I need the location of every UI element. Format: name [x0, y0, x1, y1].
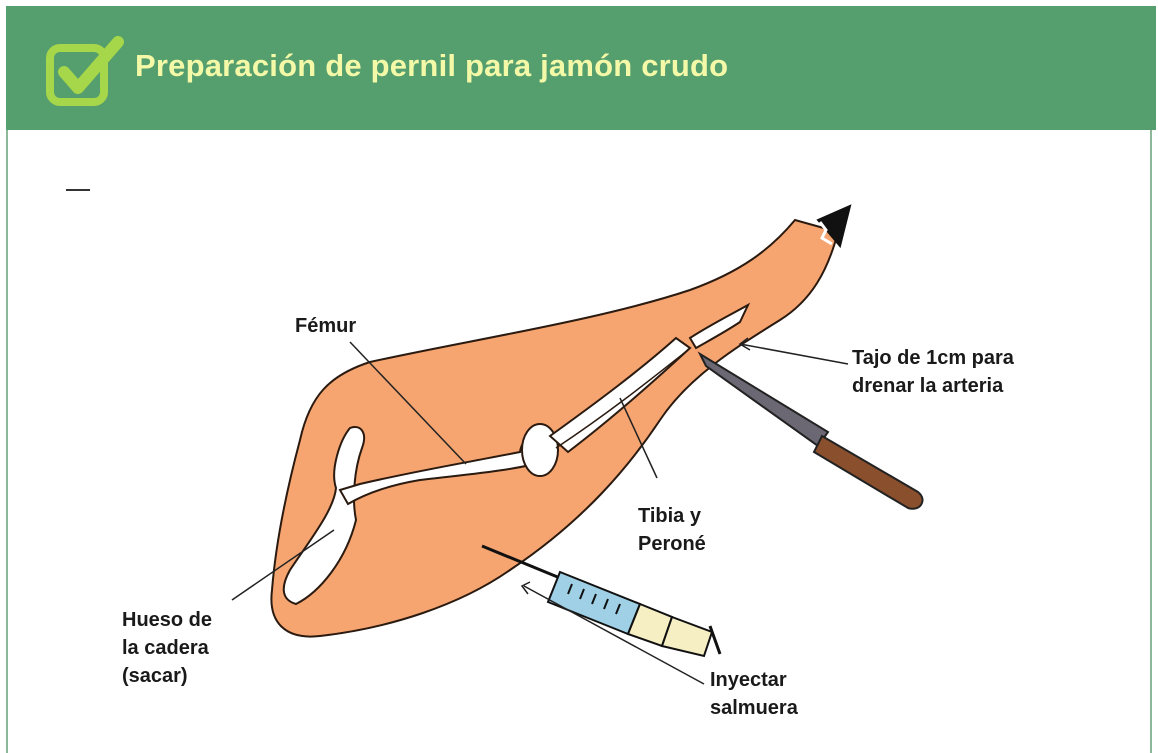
hoof — [816, 204, 852, 249]
ham-leg — [270, 218, 840, 638]
label-hip-line1: Hueso de — [122, 609, 213, 631]
checkbox-check-icon — [46, 36, 124, 106]
label-hip-line2: la cadera — [122, 637, 209, 659]
label-tibia-line1: Tibia y — [638, 505, 701, 527]
label-tibia-line2: Peroné — [638, 533, 706, 555]
label-hip-line3: (sacar) — [122, 665, 188, 687]
header-bar — [6, 6, 1156, 130]
dash-mark — [66, 189, 90, 191]
label-femur: Fémur — [295, 315, 357, 337]
knife-icon — [697, 351, 924, 510]
label-inject-line1: Inyectar — [710, 669, 787, 691]
right-border — [1150, 130, 1152, 753]
label-inject: Inyectar salmuera — [710, 666, 798, 722]
hip-bone — [282, 426, 366, 606]
label-cut-line1: Tajo de 1cm para — [852, 347, 1014, 369]
syringe-icon — [481, 544, 722, 658]
label-cut-line2: drenar la arteria — [852, 375, 1004, 397]
label-inject-line2: salmuera — [710, 697, 798, 719]
label-cut: Tajo de 1cm para drenar la arteria — [852, 344, 1014, 400]
page-title: Preparación de pernil para jamón crudo — [135, 48, 729, 83]
tibia-bone — [548, 336, 692, 454]
label-hip: Hueso de la cadera (sacar) — [122, 606, 212, 690]
left-border — [6, 130, 8, 753]
label-tibia: Tibia y Peroné — [638, 502, 706, 558]
